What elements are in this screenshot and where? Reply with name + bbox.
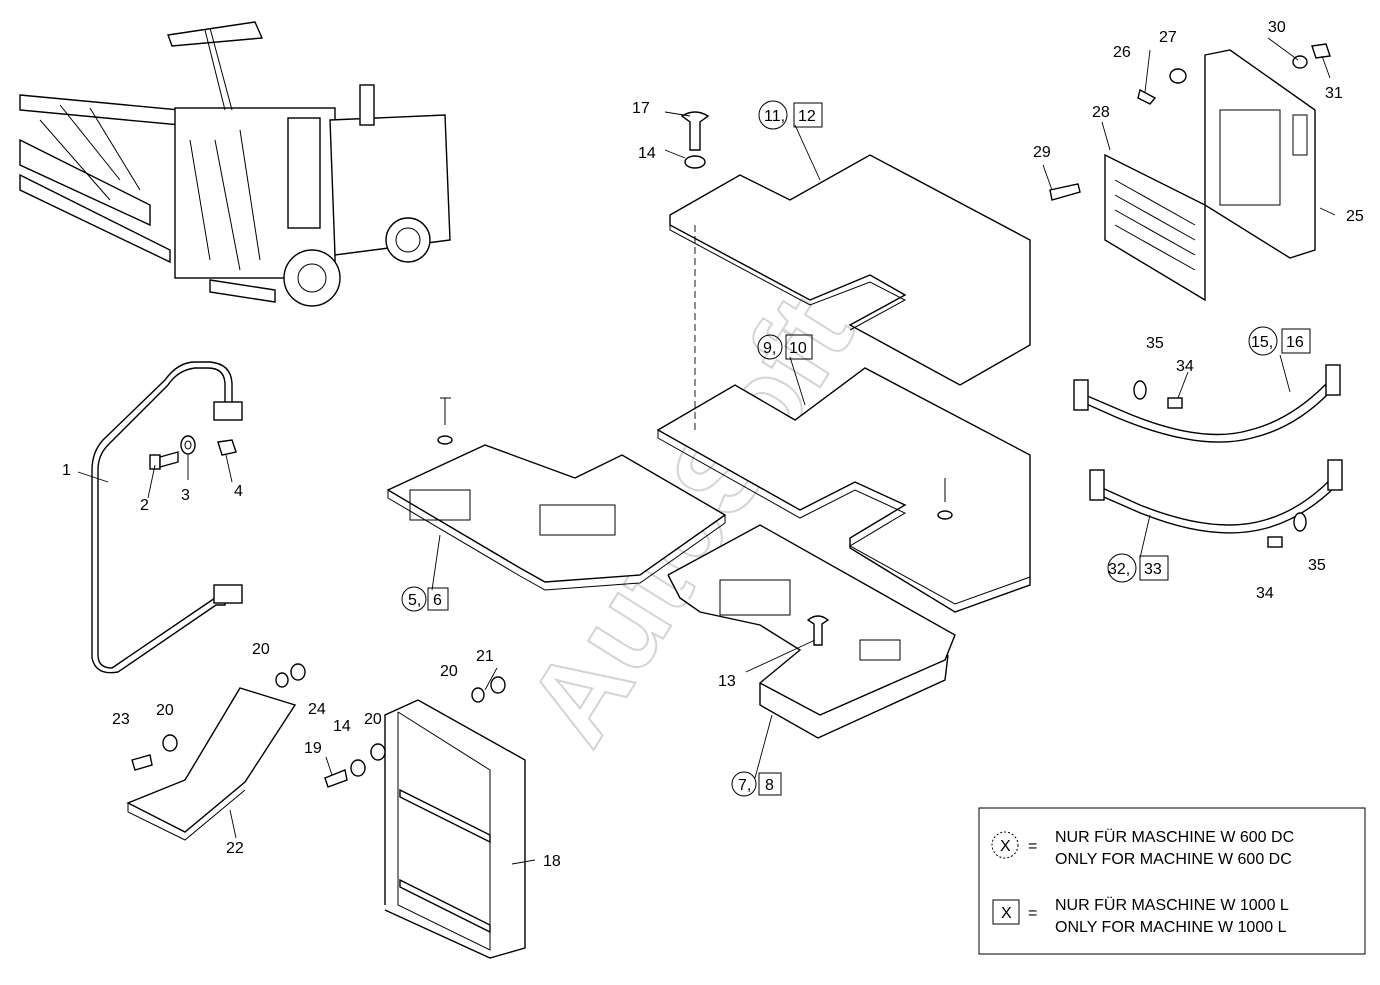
callout-13: 13: [718, 673, 736, 690]
part-nut-4: [217, 439, 237, 456]
callout-2: 2: [140, 497, 149, 514]
callout-23: 23: [112, 711, 130, 728]
callout-29: 29: [1033, 144, 1051, 161]
callout-3: 3: [181, 487, 190, 504]
part-grille-28: [1104, 153, 1206, 302]
callout-18: 18: [543, 853, 561, 870]
callout-26: 26: [1113, 44, 1131, 61]
callout-30: 30: [1268, 19, 1286, 36]
callout-20-c: 20: [440, 663, 458, 680]
legend-circle-line2: ONLY FOR MACHINE W 600 DC: [1055, 851, 1292, 868]
callout-6: 6: [433, 592, 442, 609]
callout-25: 25: [1346, 208, 1364, 225]
part-bracket-15-16: [1073, 364, 1341, 443]
part-handrail-frame: [91, 361, 243, 674]
part-washer-14: [684, 155, 706, 169]
callout-34-a: 34: [1176, 358, 1194, 375]
legend-box: X = NUR FÜR MASCHINE W 600 DC ONLY FOR M…: [978, 807, 1366, 955]
callout-32: 32,: [1108, 561, 1130, 578]
part-floor-plate-7-8: [667, 524, 956, 739]
machine-overview-illustration: [19, 21, 451, 307]
callout-14-bottom: 14: [333, 718, 351, 735]
legend-circle-line1: NUR FÜR MASCHINE W 600 DC: [1055, 828, 1294, 846]
callout-16: 16: [1286, 334, 1304, 351]
part-bolt-17: [680, 111, 710, 151]
legend-box-symbol: X: [1001, 905, 1012, 922]
part-bolt-13: [806, 615, 830, 646]
callout-35-b: 35: [1308, 557, 1326, 574]
part-fasteners-26-27: [1137, 68, 1187, 105]
part-perforated-plate-11-12: [669, 154, 1031, 430]
part-washer-3: [180, 435, 196, 455]
part-floor-plate-5-6: [386, 397, 727, 591]
callout-8: 8: [765, 777, 774, 794]
callout-20-d: 20: [364, 711, 382, 728]
part-bracket-32-33: [1089, 459, 1343, 534]
callout-5: 5,: [408, 592, 421, 609]
callout-24: 24: [308, 701, 326, 718]
callout-35-a: 35: [1146, 335, 1164, 352]
part-floor-frame-9-10: [656, 367, 1031, 613]
part-bolt-2: [149, 451, 179, 470]
part-ladder-18: [384, 699, 526, 959]
callout-11: 11,: [764, 108, 785, 125]
legend-circle-symbol: X: [1000, 838, 1011, 855]
callout-22: 22: [226, 840, 244, 857]
callout-20-a: 20: [252, 641, 270, 658]
callout-10: 10: [789, 340, 807, 357]
callout-21: 21: [476, 648, 494, 665]
callout-33: 33: [1144, 561, 1162, 578]
callout-28: 28: [1092, 104, 1110, 121]
callout-12: 12: [798, 108, 816, 125]
callout-19: 19: [304, 740, 322, 757]
callout-7: 7,: [738, 777, 751, 794]
callout-9: 9,: [763, 340, 776, 357]
callout-17: 17: [632, 100, 650, 117]
part-fasteners-34-35: [1133, 380, 1307, 548]
leader-lines: [77, 37, 1336, 865]
callout-labels: 1 2 3 4 5, 6 7, 8 9, 10 11, 12 13 14 14 …: [62, 19, 1364, 870]
part-fasteners-19-20-21-23-24: [131, 663, 506, 788]
callout-20-b: 20: [156, 702, 174, 719]
callout-4: 4: [234, 483, 243, 500]
part-panel-25: [1204, 49, 1316, 259]
part-step-22: [126, 687, 297, 841]
legend-box-line1: NUR FÜR MASCHINE W 1000 L: [1055, 896, 1289, 914]
callout-1: 1: [62, 462, 71, 479]
legend-box-line2: ONLY FOR MACHINE W 1000 L: [1055, 919, 1287, 936]
legend-equals-1: =: [1028, 838, 1037, 855]
callout-31: 31: [1325, 85, 1343, 102]
callout-34-b: 34: [1256, 585, 1274, 602]
callout-15: 15,: [1251, 334, 1273, 351]
callout-27: 27: [1159, 29, 1177, 46]
callout-14-top: 14: [638, 145, 656, 162]
legend-equals-2: =: [1028, 905, 1037, 922]
